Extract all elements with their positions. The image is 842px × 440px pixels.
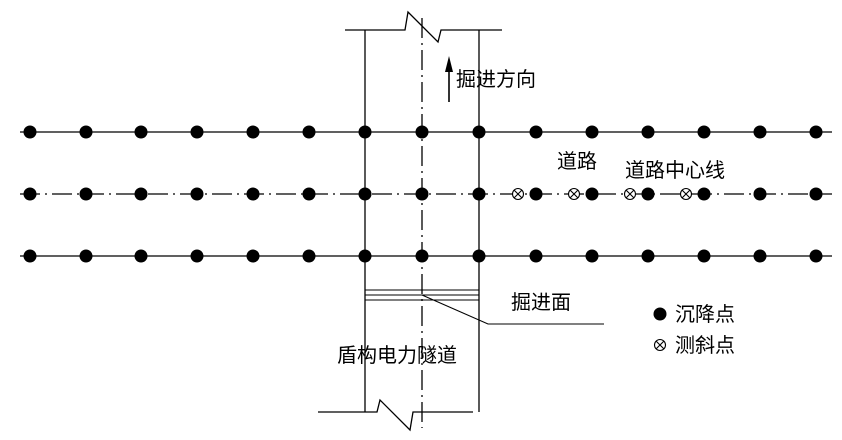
settlement-point-top-10: [529, 125, 543, 139]
settlement-point-bottom-5: [246, 249, 260, 263]
settlement-point-center-15: [809, 187, 823, 201]
inclinometer-point-1: [511, 187, 525, 201]
settlement-point-top-8: [415, 125, 429, 139]
settlement-point-center-1: [23, 187, 37, 201]
tunnel-label: 盾构电力隧道: [337, 343, 457, 367]
settlement-point-bottom-7: [358, 249, 372, 263]
arrow-head: [445, 56, 453, 72]
settlement-point-bottom-15: [809, 249, 823, 263]
settlement-point-bottom-11: [585, 249, 599, 263]
settlement-point-bottom-12: [641, 249, 655, 263]
inclinometer-point-2: [567, 187, 581, 201]
settlement-point-bottom-10: [529, 249, 543, 263]
settlement-point-center-4: [190, 187, 204, 201]
excavation-face: [365, 289, 604, 325]
settlement-point-top-11: [585, 125, 599, 139]
settlement-point-top-13: [697, 125, 711, 139]
road-centerline-label: 道路中心线: [625, 158, 725, 182]
settlement-point-top-4: [190, 125, 204, 139]
settlement-point-top-5: [246, 125, 260, 139]
settlement-point-center-8: [415, 187, 429, 201]
tunnel-walls: [364, 18, 480, 428]
settlement-point-top-6: [302, 125, 316, 139]
settlement-point-top-2: [79, 125, 93, 139]
settlement-point-center-6: [302, 187, 316, 201]
inclinometer-points: [511, 187, 693, 201]
settlement-point-center-7: [358, 187, 372, 201]
settlement-point-top-12: [641, 125, 655, 139]
settlement-point-bottom-8: [415, 249, 429, 263]
settlement-point-bottom-3: [134, 249, 148, 263]
settlement-point-center-9: [472, 187, 486, 201]
settlement-point-top-7: [358, 125, 372, 139]
settlement-point-bottom-2: [79, 249, 93, 263]
settlement-point-bottom-4: [190, 249, 204, 263]
legend-inclinometer-label: 测斜点: [675, 333, 735, 357]
settlement-point-bottom-6: [302, 249, 316, 263]
inclinometer-point-3: [623, 187, 637, 201]
settlement-point-center-2: [79, 187, 93, 201]
inclinometer-point-4: [679, 187, 693, 201]
settlement-point-center-5: [246, 187, 260, 201]
settlement-point-center-11: [585, 187, 599, 201]
direction-label: 掘进方向: [456, 67, 536, 91]
settlement-point-top-15: [809, 125, 823, 139]
top-break-mark: [345, 10, 502, 44]
settlement-point-top-3: [134, 125, 148, 139]
settlement-point-top-14: [753, 125, 767, 139]
settlement-point-bottom-14: [753, 249, 767, 263]
legend: 沉降点 测斜点: [653, 302, 735, 357]
excavation-face-label: 掘进面: [511, 290, 571, 314]
legend-inclinometer-symbol: [653, 338, 667, 352]
settlement-point-top-1: [23, 125, 37, 139]
settlement-point-bottom-13: [697, 249, 711, 263]
direction-arrow: [445, 56, 453, 102]
settlement-point-bottom-9: [472, 249, 486, 263]
settlement-point-top-9: [472, 125, 486, 139]
settlement-point-center-14: [753, 187, 767, 201]
settlement-point-center-12: [641, 187, 655, 201]
settlement-point-center-10: [529, 187, 543, 201]
settlement-point-center-13: [697, 187, 711, 201]
break-marks: [318, 10, 502, 432]
settlement-point-bottom-1: [23, 249, 37, 263]
settlement-point-center-3: [134, 187, 148, 201]
legend-settlement-label: 沉降点: [675, 302, 735, 326]
road-label: 道路: [557, 149, 597, 173]
legend-settlement-symbol: [653, 307, 667, 321]
settlement-points: [23, 125, 823, 263]
face-leader: [421, 294, 604, 325]
bottom-break-mark: [318, 398, 473, 432]
